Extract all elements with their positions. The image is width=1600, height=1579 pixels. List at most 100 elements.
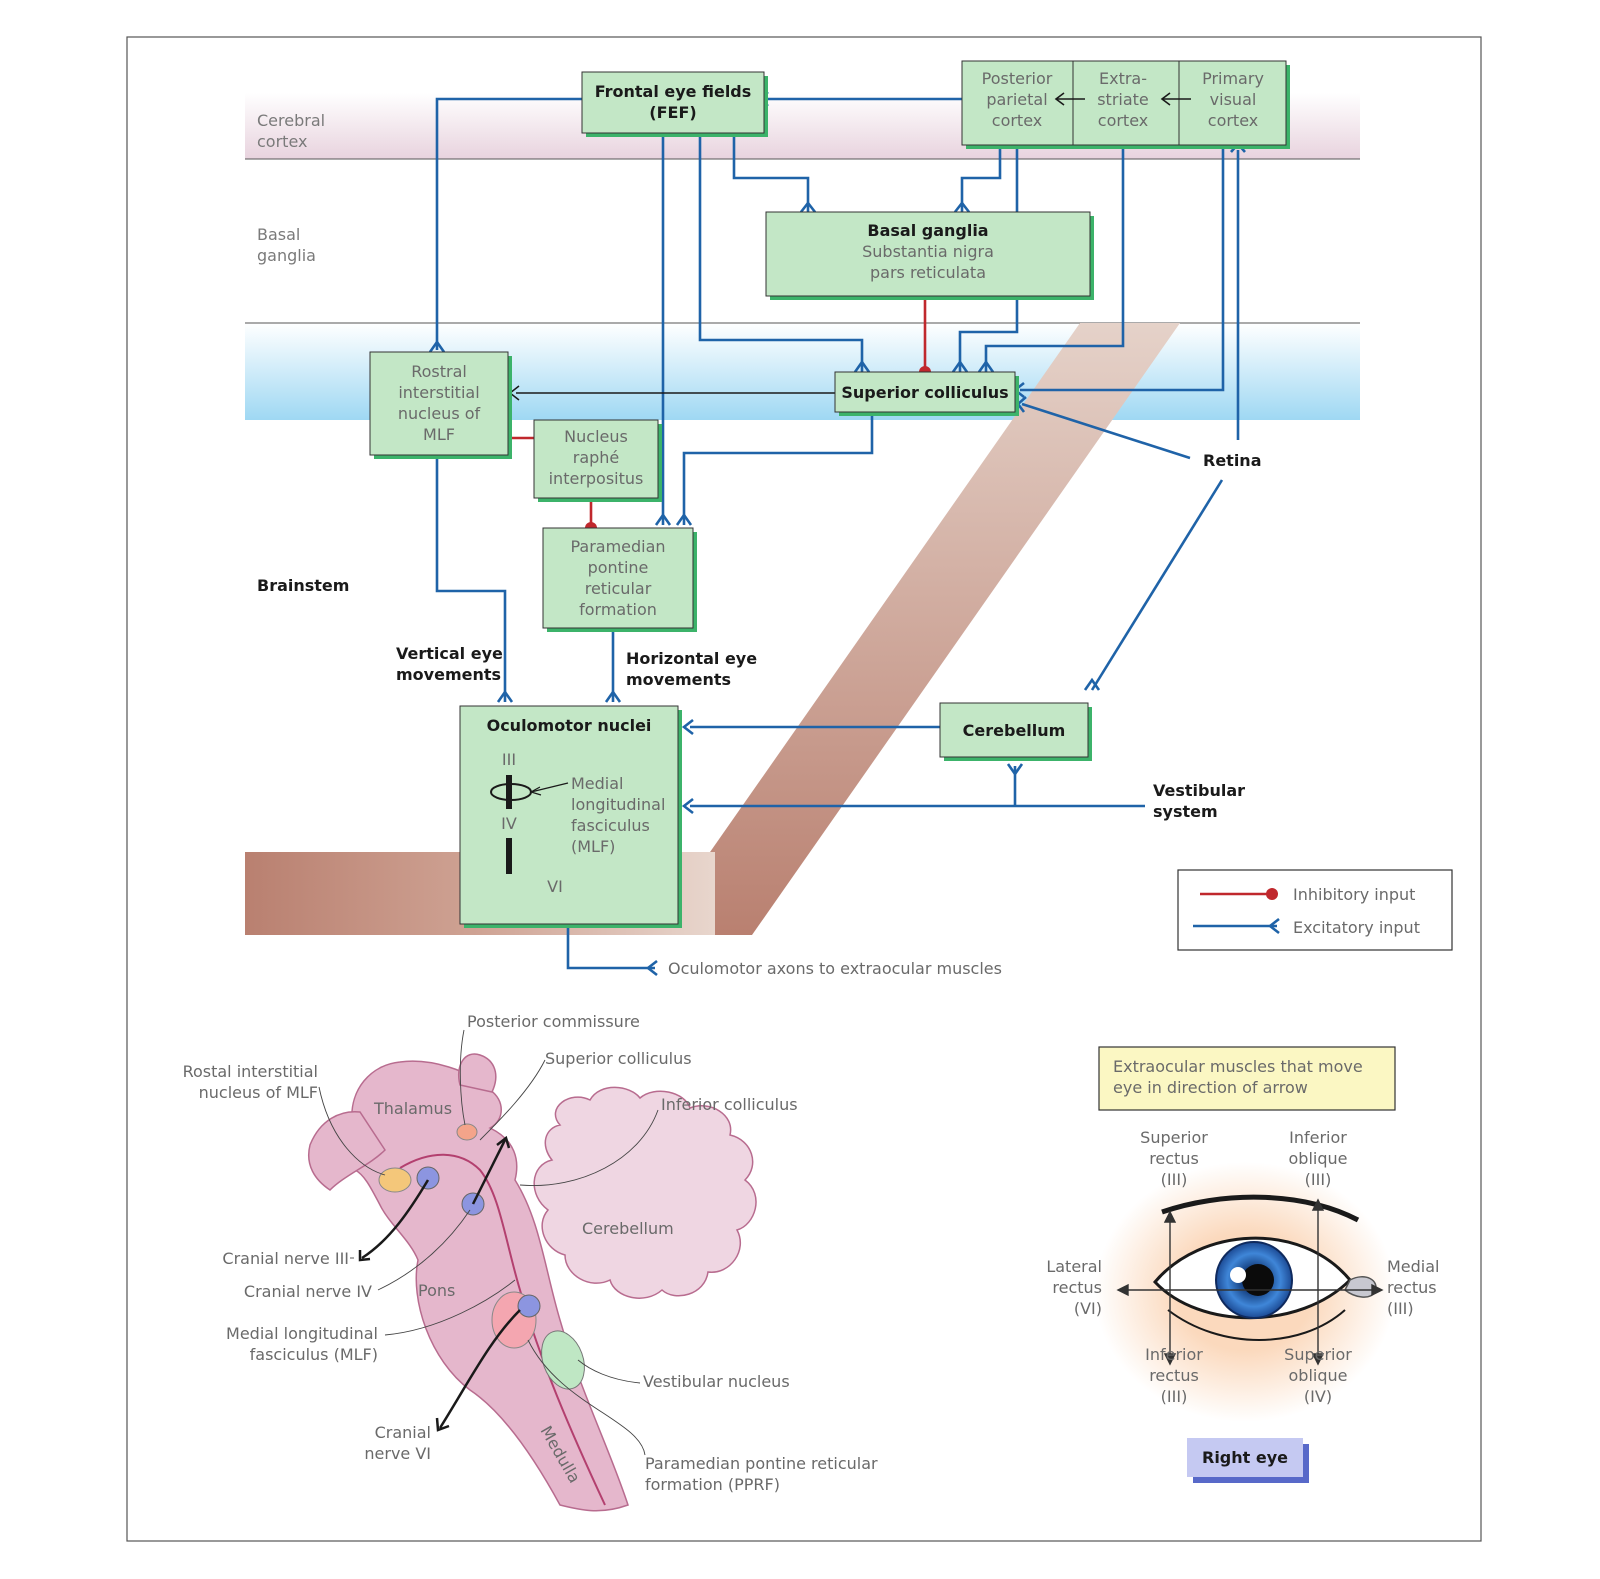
sr-line3: (III) [1161,1170,1188,1189]
nri-line1: Nucleus [564,427,628,446]
eyebrow [1161,1194,1360,1223]
path-sc-pprf [682,412,874,525]
bg-sub-line1: Substantia nigra [862,242,994,261]
box-fef: Frontal eye fields (FEF) [581,71,768,137]
arrow-rimlf-top [428,339,446,353]
mr-line1: Medial [1387,1257,1440,1276]
legend: Inhibitory input Excitatory input [1177,869,1453,951]
cn4-arrow [471,1139,507,1205]
label-superior-colliculus: Superior colliculus [545,1049,692,1068]
lr-line3: (VI) [1074,1299,1102,1318]
label-inferior-colliculus: Inferior colliculus [661,1095,798,1114]
cn3-arrow [361,1179,430,1260]
box-pprf: Paramedian pontine reticular formation [542,527,697,632]
thalamus-extension [308,1111,386,1191]
path-rimlf-oculomotor [435,455,507,702]
nri-line3: interpositus [549,469,644,488]
label-vestibular-2: system [1153,802,1218,821]
esc-line1: Extra- [1099,69,1147,88]
label-cn6-2: nerve VI [364,1444,431,1463]
label-rimlf-1: Rostal interstitial [183,1062,318,1081]
so-line1: Superior [1284,1345,1352,1364]
label-pprf-2: formation (PPRF) [645,1475,780,1494]
arrow-bg-right [953,200,971,213]
nri-line2: raphé [573,448,620,467]
sr-line2: rectus [1149,1149,1199,1168]
rimlf-nucleus [378,1167,412,1193]
posterior-commissure-nucleus [456,1123,478,1141]
cerebellum-label: Cerebellum [963,721,1066,740]
label-horizontal-2: movements [626,670,731,689]
path-esc-sc [984,144,1125,372]
label-posterior-commissure: Posterior commissure [467,1012,640,1031]
label-cn6-1: Cranial [375,1423,431,1442]
nucleus-iii-bar [506,775,512,809]
excitatory-pathways [428,91,1246,977]
region-brainstem: Brainstem [257,576,349,595]
muscle-lateral-rectus: Lateral rectus (VI) [1046,1257,1102,1318]
figure-frame [126,36,1482,1542]
arrow-cerebellum-vestibular [1006,763,1024,777]
path-pvc-sc [1020,144,1225,392]
posterior-commissure-bump [458,1053,497,1093]
eye-legend-box [1098,1046,1396,1111]
mr-line3: (III) [1387,1299,1414,1318]
mlf-line1: Medial [571,774,624,793]
so-line3: (IV) [1304,1387,1332,1406]
label-pprf-1: Paramedian pontine reticular [645,1454,878,1473]
path-ppc-sc-b [958,292,1019,372]
bg-sub-line2: pars reticulata [870,263,986,282]
ir-line2: rectus [1149,1366,1199,1385]
box-cerebellum: Cerebellum [939,702,1092,761]
right-eye-illustration: Extraocular muscles that move eye in dir… [1046,1046,1440,1483]
rimlf-line4: MLF [423,425,455,444]
pprf-line4: formation [579,600,657,619]
label-vestibular-1: Vestibular [1153,781,1245,800]
lower-lid-crease [1167,1309,1346,1341]
region-basal-line2: ganglia [257,246,316,265]
arrow-oculomotor-vertical [496,689,514,703]
mlf-tract [399,1153,606,1506]
right-eye-label: Right eye [1202,1448,1288,1467]
region-cortex-line2: cortex [257,132,307,151]
rimlf-line2: interstitial [398,383,479,402]
io-line2: oblique [1289,1149,1348,1168]
muscle-superior-oblique: Superior oblique (IV) [1284,1345,1352,1406]
pprf-line2: pontine [588,558,649,577]
box-rimlf: Rostral interstitial nucleus of MLF [369,351,512,459]
oculomotor-title: Oculomotor nuclei [487,716,652,735]
mlf-line2: longitudinal [571,795,665,814]
so-line2: oblique [1289,1366,1348,1385]
label-mlf-1: Medial longitudinal [226,1324,378,1343]
path-ppc-bg [960,144,1002,212]
eye-title-1: Extraocular muscles that move [1113,1057,1363,1076]
box-oculomotor-nuclei: Oculomotor nuclei III IV VI Medial longi… [459,705,682,928]
arrow-pprf-fef [654,512,672,526]
region-label-basal: Basal ganglia [257,225,316,265]
nucleus-iv-bar [506,838,512,874]
label-vestibular-nucleus: Vestibular nucleus [643,1372,790,1391]
fef-line2: (FEF) [649,103,696,122]
box-basal-ganglia: Basal ganglia Substantia nigra pars reti… [765,211,1094,300]
rimlf-line3: nucleus of [398,404,481,423]
arrow-oculomotor-cerebellum [681,718,694,736]
region-basal-line1: Basal [257,225,300,244]
brainstem-diagonal [652,323,1180,935]
box-superior-colliculus: Superior colliculus [834,371,1019,416]
io-line3: (III) [1305,1170,1332,1189]
ppc-line3: cortex [992,111,1042,130]
muscle-superior-rectus: Superior rectus (III) [1140,1128,1208,1189]
cerebellum-shape [533,1086,757,1299]
path-fef-rimlf [435,97,582,350]
mlf-pointer [530,782,569,793]
pvc-line2: visual [1210,90,1257,109]
cn3-nucleus [416,1166,440,1190]
label-cn3: Cranial nerve III [222,1249,349,1268]
pprf-line1: Paramedian [570,537,665,556]
label-pons: Pons [418,1281,455,1300]
pprf-line3: reticular [585,579,652,598]
ir-line3: (III) [1161,1387,1188,1406]
muscle-medial-rectus: Medial rectus (III) [1387,1257,1440,1318]
arrow-oculomotor-horizontal [604,689,622,703]
